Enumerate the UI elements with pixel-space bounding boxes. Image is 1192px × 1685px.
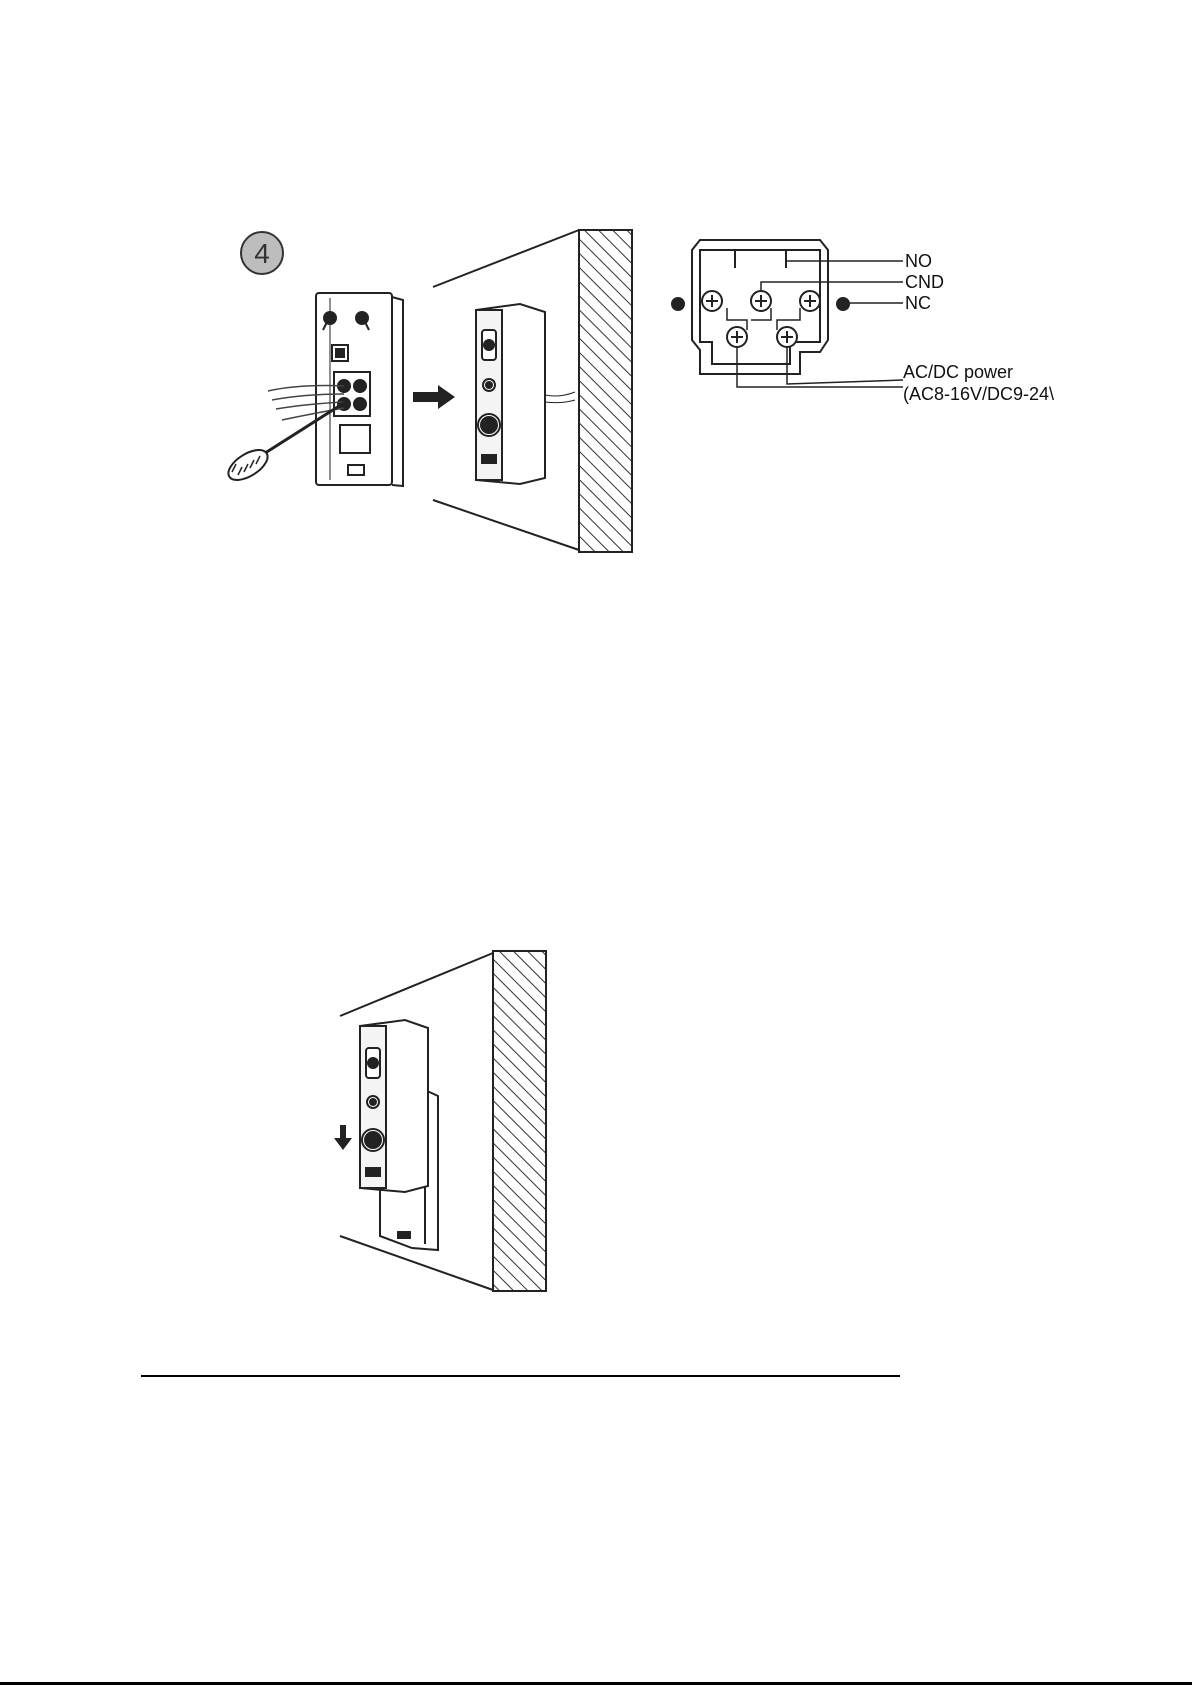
doorbell-mounted-bottom <box>360 1020 428 1192</box>
power-label-line1: AC/DC power <box>903 361 1054 383</box>
terminal-label-gnd: CND <box>905 273 944 291</box>
step-number: 4 <box>241 235 283 273</box>
power-label: AC/DC power (AC8-16V/DC9-24\ <box>903 361 1054 405</box>
back-plate <box>316 293 403 486</box>
power-label-line2: (AC8-16V/DC9-24\ <box>903 383 1054 405</box>
terminal-label-nc: NC <box>905 294 931 312</box>
terminal-wiring-diagram <box>672 240 849 374</box>
arrow-right-icon <box>413 385 455 409</box>
terminal-label-no: NO <box>905 252 932 270</box>
arrow-down-icon <box>334 1125 352 1150</box>
section-divider <box>141 1375 900 1377</box>
doorbell-mounted-top <box>476 304 575 484</box>
